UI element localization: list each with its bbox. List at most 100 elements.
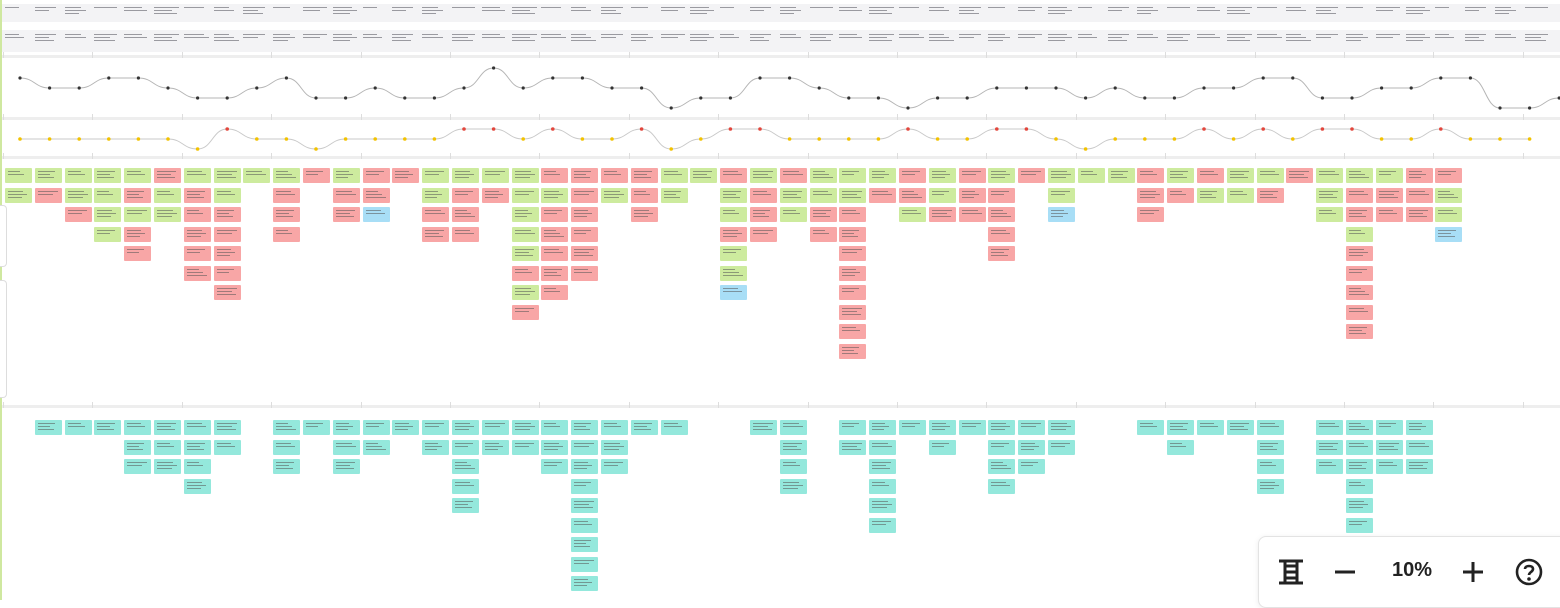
sticky-note-card[interactable] [332,207,360,222]
sentiment-dot[interactable] [580,137,585,141]
emotion-face-icon[interactable] [1439,76,1443,80]
sticky-note-card[interactable] [1137,207,1165,222]
sticky-note-card[interactable] [154,187,181,203]
header-cell[interactable] [1226,34,1253,48]
header-cell[interactable] [571,34,597,48]
sticky-note-card[interactable] [779,420,807,435]
emotion-face-icon[interactable] [18,76,22,80]
sticky-note-card[interactable] [541,226,569,242]
sticky-note-card[interactable] [779,439,807,455]
header-cell[interactable] [1375,34,1402,48]
header-cell[interactable] [809,34,836,48]
emotion-face-icon[interactable] [1143,96,1147,100]
sticky-note-card[interactable] [571,478,599,494]
sticky-note-card[interactable] [1346,168,1373,183]
sentiment-dot[interactable] [521,137,525,141]
sticky-note-card[interactable] [1316,168,1344,183]
sticky-note-card[interactable] [1405,168,1433,183]
sticky-note-card[interactable] [1048,439,1075,455]
sticky-note-card[interactable] [273,168,301,183]
header-cell[interactable] [571,7,597,21]
sticky-note-card[interactable] [1167,187,1195,203]
sticky-note-card[interactable] [571,168,599,183]
sticky-note-card[interactable] [601,168,628,183]
header-cell[interactable] [899,34,925,48]
sticky-note-card[interactable] [1435,168,1463,183]
sentiment-dot[interactable] [343,137,348,141]
sticky-note-card[interactable] [1256,478,1284,494]
sticky-note-card[interactable] [839,324,867,339]
sticky-note-card[interactable] [1316,207,1344,222]
sticky-note-card[interactable] [1346,498,1373,513]
sticky-note-card[interactable] [988,226,1016,242]
sentiment-dot[interactable] [1409,137,1413,141]
header-cell[interactable] [1197,34,1223,48]
header-cell[interactable] [64,34,91,48]
sentiment-dot[interactable] [1498,137,1502,141]
sticky-note-card[interactable] [452,168,479,183]
header-cell[interactable] [869,34,895,48]
emotion-face-icon[interactable] [788,76,792,80]
sticky-note-card[interactable] [273,207,301,222]
sticky-note-card[interactable] [750,187,777,203]
sticky-note-card[interactable] [1197,187,1224,203]
sticky-note-card[interactable] [839,187,867,203]
sticky-note-card[interactable] [94,207,122,222]
header-cell[interactable] [1048,7,1074,21]
sticky-note-card[interactable] [1435,187,1463,203]
header-cell[interactable] [183,34,210,48]
sticky-note-card[interactable] [779,459,807,474]
sentiment-dot[interactable] [965,137,969,141]
header-cell[interactable] [928,7,955,21]
emotion-face-icon[interactable] [1409,86,1413,90]
sticky-note-card[interactable] [928,207,956,222]
header-cell[interactable] [1137,34,1163,48]
sticky-note-card[interactable] [988,439,1016,455]
sticky-note-card[interactable] [1375,187,1403,203]
sentiment-dot[interactable] [699,137,703,141]
sticky-note-card[interactable] [124,187,152,203]
sticky-note-card[interactable] [660,187,688,203]
sticky-note-card[interactable] [124,420,152,435]
sticky-note-card[interactable] [1018,420,1046,435]
sentiment-dot[interactable] [254,137,259,141]
sticky-note-card[interactable] [958,168,986,183]
sticky-note-card[interactable] [1316,459,1344,474]
header-cell[interactable] [630,34,657,48]
emotion-face-icon[interactable] [492,66,496,70]
header-cell[interactable] [1495,7,1521,21]
sentiment-dot[interactable] [906,127,910,131]
header-cell[interactable] [779,34,806,48]
sticky-note-card[interactable] [332,459,360,474]
header-cell[interactable] [750,34,776,48]
sticky-note-card[interactable] [124,459,152,474]
sticky-note-card[interactable] [1405,420,1433,435]
header-cell[interactable] [1286,7,1312,21]
sticky-note-card[interactable] [1405,187,1433,203]
help-button[interactable] [1509,552,1549,592]
emotion-face-icon[interactable] [669,106,673,110]
emotion-face-icon[interactable] [610,86,614,90]
sticky-note-card[interactable] [928,187,956,203]
header-cell[interactable] [481,7,508,21]
header-cell[interactable] [809,7,836,21]
header-cell[interactable] [183,7,210,21]
header-cell[interactable] [422,34,448,48]
sticky-note-card[interactable] [541,168,569,183]
zoom-in-button[interactable] [1453,552,1493,592]
emotion-face-icon[interactable] [580,76,585,80]
sticky-note-card[interactable] [511,285,539,300]
sentiment-dot[interactable] [1231,137,1236,141]
sticky-note-card[interactable] [1167,439,1195,455]
sticky-note-card[interactable] [630,207,658,222]
emotion-face-icon[interactable] [1468,76,1472,80]
sticky-note-card[interactable] [630,420,658,435]
header-cell[interactable] [154,34,180,48]
header-cell[interactable] [1524,7,1551,21]
sticky-note-card[interactable] [213,285,241,300]
sticky-note-card[interactable] [869,517,897,533]
sticky-note-card[interactable] [1375,168,1403,183]
emotion-face-icon[interactable] [373,86,377,90]
sticky-note-card[interactable] [511,207,539,222]
emotion-face-icon[interactable] [403,96,407,100]
